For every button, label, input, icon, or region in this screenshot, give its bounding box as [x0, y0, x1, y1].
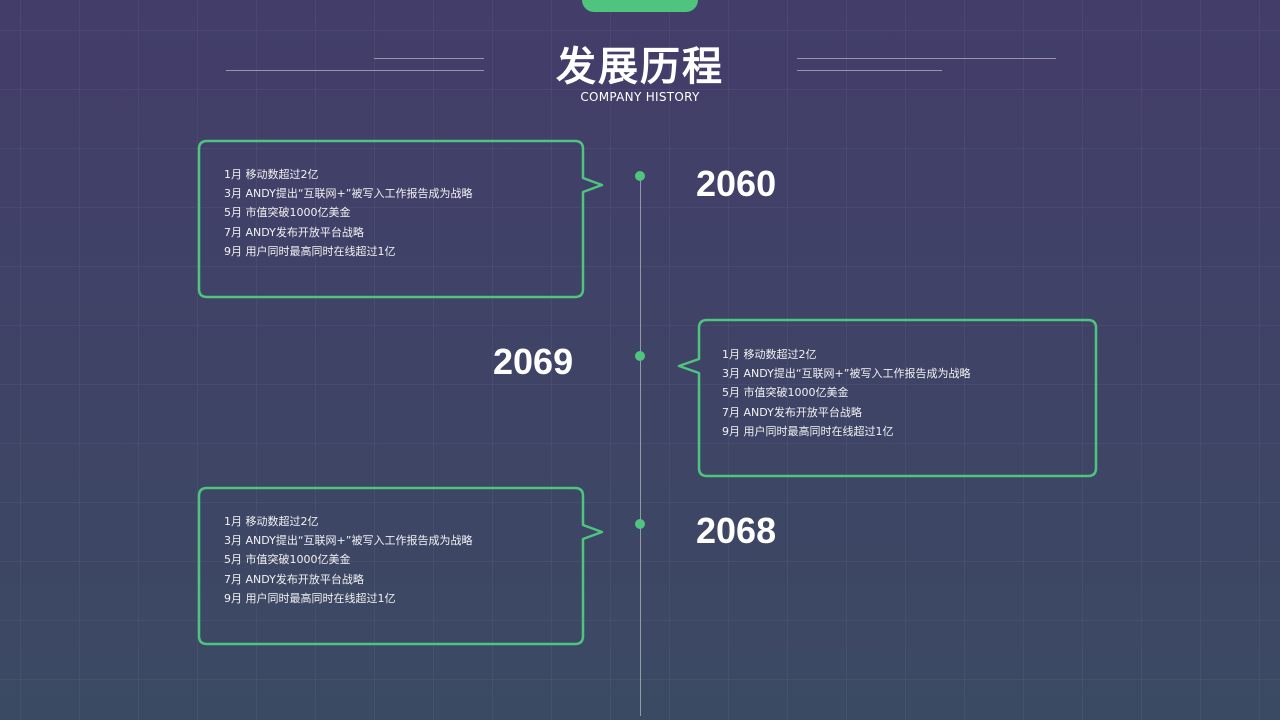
event-item: 7月 ANDY发布开放平台战略 — [224, 225, 364, 239]
timeline-year: 2069 — [493, 341, 574, 382]
title-divider-right-long — [797, 58, 1056, 59]
title-divider-left-short — [374, 58, 484, 59]
event-item: 9月 用户同时最高同时在线超过1亿 — [224, 244, 396, 258]
event-item: 5月 市值突破1000亿美金 — [224, 206, 351, 220]
event-item: 1月 移动数超过2亿 — [224, 168, 319, 181]
event-list: 1月 移动数超过2亿 3月 ANDY提出“互联网+”被写入工作报告成为战略 5月… — [722, 345, 970, 441]
event-item: 9月 用户同时最高同时在线超过1亿 — [224, 591, 396, 605]
event-item: 7月 ANDY发布开放平台战略 — [722, 405, 862, 419]
top-accent-tab — [582, 0, 698, 12]
timeline-dot — [635, 171, 645, 181]
speech-bubble-frame — [677, 318, 1098, 478]
title-divider-left-long — [226, 70, 484, 71]
event-item: 3月 ANDY提出“互联网+”被写入工作报告成为战略 — [722, 367, 971, 381]
timeline-year: 2060 — [696, 163, 777, 204]
event-item: 7月 ANDY发布开放平台战略 — [224, 572, 364, 586]
event-list: 1月 移动数超过2亿 3月 ANDY提出“互联网+”被写入工作报告成为战略 5月… — [224, 165, 472, 261]
event-item: 3月 ANDY提出“互联网+”被写入工作报告成为战略 — [224, 534, 473, 548]
event-item: 3月 ANDY提出“互联网+”被写入工作报告成为战略 — [224, 187, 473, 201]
page-title: 发展历程 — [556, 44, 724, 90]
page-subtitle: COMPANY HISTORY — [580, 90, 700, 104]
title-divider-right-short — [797, 70, 942, 71]
timeline-axis — [640, 176, 641, 716]
event-list: 1月 移动数超过2亿 3月 ANDY提出“互联网+”被写入工作报告成为战略 5月… — [224, 512, 472, 608]
event-item: 1月 移动数超过2亿 — [224, 515, 319, 528]
timeline-dot — [635, 351, 645, 361]
timeline-dot — [635, 519, 645, 529]
timeline-year: 2068 — [696, 510, 777, 551]
event-item: 5月 市值突破1000亿美金 — [224, 553, 351, 567]
speech-bubble-frame — [197, 139, 604, 299]
event-item: 1月 移动数超过2亿 — [722, 348, 817, 361]
speech-bubble-frame — [197, 486, 604, 646]
event-item: 9月 用户同时最高同时在线超过1亿 — [722, 424, 894, 438]
event-item: 5月 市值突破1000亿美金 — [722, 386, 849, 400]
